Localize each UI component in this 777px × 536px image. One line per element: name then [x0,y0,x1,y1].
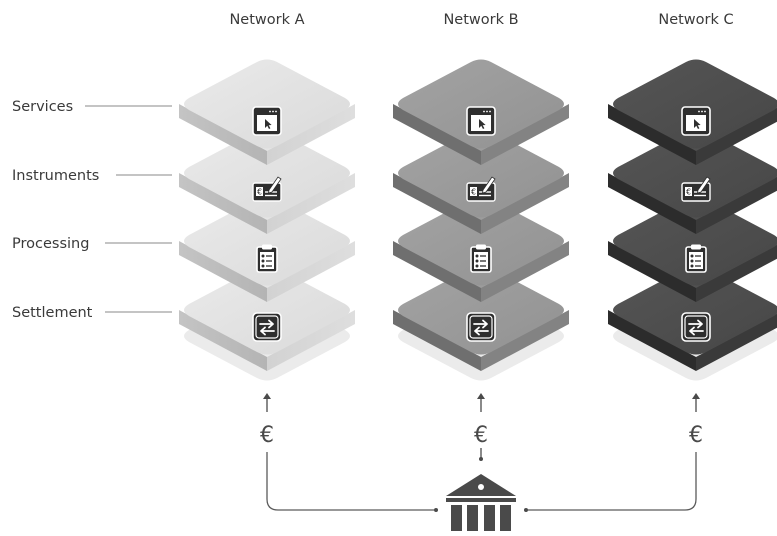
arrow-head-b [477,393,485,399]
layer-instruments [393,128,569,234]
layer-services [608,59,777,165]
layer-services [179,59,355,165]
clipboard-checklist-icon [256,243,278,273]
network-b-funding: € [474,393,488,461]
connector-dot-right [524,508,528,512]
connector-line-left [266,452,434,511]
network-a-funding: € [260,393,274,448]
network-c-stack [608,59,777,381]
network-a-title: Network A [229,12,304,28]
layer-label-services: Services [12,99,73,115]
layer-label-processing: Processing [12,236,89,252]
arrow-head-a [263,393,271,399]
layer-processing [608,196,777,302]
exchange-arrows-icon [252,312,282,342]
network-b-stack [393,59,569,381]
connector-line-right [528,452,697,511]
euro-symbol-b: € [474,423,488,448]
exchange-arrows-icon [466,312,496,342]
euro-symbol-a: € [260,423,274,448]
connector-dot-left [434,508,438,512]
network-c-funding: € [689,393,703,448]
layer-settlement [393,265,569,371]
layer-label-settlement: Settlement [12,305,93,321]
exchange-arrows-icon [681,312,711,342]
layer-label-instruments: Instruments [12,168,99,184]
bank-building-icon [446,474,516,531]
euro-symbol-c: € [689,423,703,448]
arrow-head-c [692,393,700,399]
browser-window-icon [466,106,496,136]
browser-window-icon [681,106,711,136]
network-b-title: Network B [443,12,518,28]
network-c-title: Network C [658,12,733,28]
clipboard-checklist-icon [685,243,707,273]
layer-instruments [179,128,355,234]
layer-settlement [608,265,777,371]
connector-dot-b [479,457,483,461]
clipboard-checklist-icon [470,243,492,273]
network-a-stack [179,59,355,381]
layer-services [393,59,569,165]
layer-settlement [179,265,355,371]
layer-instruments [608,128,777,234]
browser-window-icon [252,106,282,136]
layer-processing [393,196,569,302]
layer-processing [179,196,355,302]
